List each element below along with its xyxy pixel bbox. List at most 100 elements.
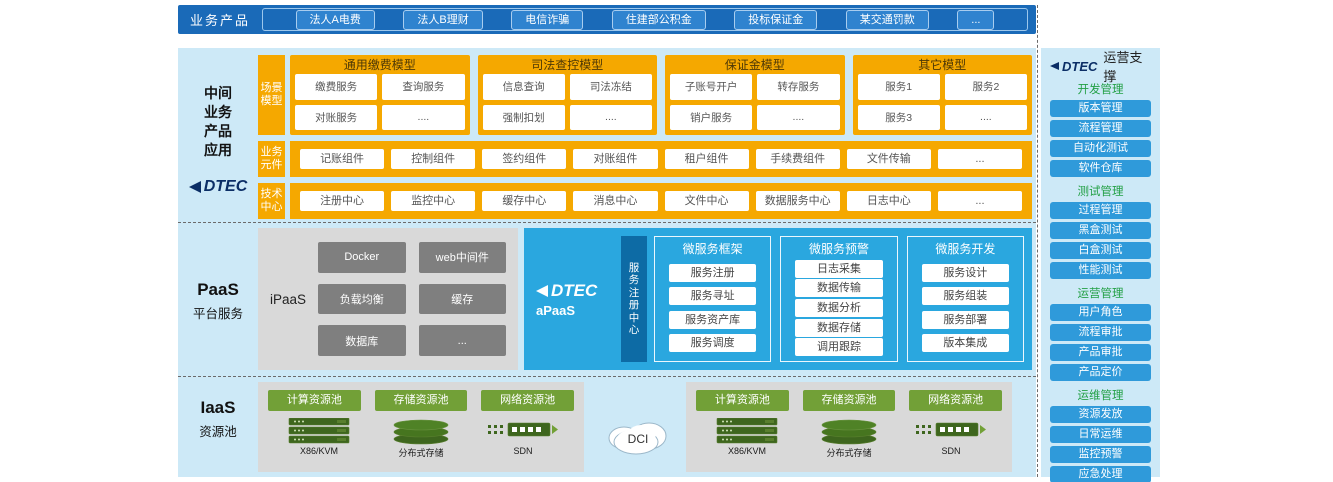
ops-item: 用户角色: [1050, 304, 1151, 321]
business-component: 记账组件: [300, 149, 385, 169]
model-item: ....: [757, 104, 840, 130]
ops-item: 监控预警: [1050, 446, 1151, 463]
scene-model-groups: 通用缴费模型 缴费服务 查询服务 对账服务 .... 司法查控模型 信息查询 司…: [290, 55, 1032, 135]
server-rack-icon: [716, 418, 778, 444]
apaas-item: 服务资产库: [669, 310, 757, 329]
dtec-logo-icon: [188, 181, 201, 193]
paas-title: PaaS: [197, 280, 239, 299]
product-item-more: ...: [957, 9, 995, 30]
business-component: 签约组件: [482, 149, 567, 169]
apaas-item: 服务组装: [921, 287, 1009, 306]
compute-node: X86/KVM: [696, 418, 798, 459]
paas-rail-label: PaaS 平台服务: [178, 280, 258, 322]
business-component: 文件传输: [846, 149, 931, 169]
sdn-switch-icon: [488, 422, 558, 437]
divider-dashed-vertical: [1037, 5, 1038, 477]
apaas-item: 服务注册: [669, 263, 757, 282]
apaas-logo-area: DTEC aPaaS: [536, 280, 598, 318]
main-area: 中间 业务 产品 应用 DTEC PaaS 平台服务 IaaS 资源池 场景模型…: [178, 48, 1036, 477]
node-label: SDN: [941, 446, 961, 456]
tech-center-item: 注册中心: [300, 191, 385, 211]
model-item: 转存服务: [757, 74, 840, 100]
node-label: SDN: [513, 446, 533, 456]
storage-node: 分布式存储: [798, 418, 900, 459]
model-group-title: 通用缴费模型: [343, 58, 416, 72]
apaas-item: 服务寻址: [669, 287, 757, 306]
dtec-logo-icon: [1050, 62, 1059, 70]
tech-center-item: 监控中心: [391, 191, 476, 211]
tech-center-item-more: ...: [937, 191, 1022, 211]
apaas-item: 数据存储: [795, 318, 883, 337]
product-item: 某交通罚款: [845, 9, 929, 30]
business-components-label: 业务元件: [258, 141, 285, 177]
tech-center-item: 数据服务中心: [755, 191, 840, 211]
resource-pool: 存储资源池: [374, 390, 468, 411]
ops-section-maintain: 运维管理 资源发放 日常运维 监控预警 应急处理: [1050, 384, 1151, 482]
tech-center-strip: 注册中心 监控中心 缓存中心 消息中心 文件中心 数据服务中心 日志中心 ...: [290, 183, 1032, 219]
server-rack-icon: [288, 418, 350, 444]
resource-pool: 存储资源池: [802, 390, 896, 411]
ops-item: 白盒测试: [1050, 242, 1151, 259]
ops-item: 流程审批: [1050, 324, 1151, 341]
business-component-more: ...: [937, 149, 1022, 169]
model-item: 子账号开户: [670, 74, 753, 100]
apaas-group-title: 微服务框架: [682, 242, 743, 256]
ipaas-box: iPaaS Docker web中间件 负载均衡 缓存 数据库 ...: [258, 228, 518, 370]
sdn-switch-icon: [916, 422, 986, 437]
node-label: 分布式存储: [398, 448, 444, 458]
ops-support-panel: DTEC 运营支撑 开发管理 版本管理 流程管理 自动化测试 软件仓库 测试管理…: [1041, 48, 1160, 482]
model-item: 缴费服务: [295, 74, 378, 100]
dtec-logo: DTEC: [178, 178, 258, 198]
resource-pool: 计算资源池: [696, 390, 789, 411]
storage-disks-icon: [821, 419, 877, 445]
ops-item: 自动化测试: [1050, 140, 1151, 157]
ops-section-test: 测试管理 过程管理 黑盒测试 白盒测试 性能测试: [1050, 180, 1151, 279]
ops-item: 版本管理: [1050, 100, 1151, 117]
iaas-subtitle: 资源池: [199, 425, 237, 439]
ops-item: 黑盒测试: [1050, 222, 1151, 239]
business-products-label: 业务产品: [189, 13, 250, 28]
product-item: 投标保证金: [734, 9, 818, 30]
resource-pool: 网络资源池: [481, 390, 575, 411]
product-item: 住建部公积金: [611, 9, 706, 30]
ops-item: 产品审批: [1050, 344, 1151, 361]
model-group-deposit: 保证金模型 子账号开户 转存服务 销户服务 ....: [665, 55, 845, 135]
ops-item: 资源发放: [1050, 406, 1151, 423]
business-component: 手续费组件: [755, 149, 840, 169]
microservice-dev-group: 微服务开发 服务设计 服务组装 服务部署 版本集成: [906, 236, 1024, 362]
tech-center-item: 文件中心: [664, 191, 749, 211]
dtec-logo-icon: [536, 284, 548, 297]
microservice-alert-group: 微服务预警 日志采集 数据传输 数据分析 数据存储 调用跟踪: [780, 236, 898, 362]
ops-section-title: 运维管理: [1077, 390, 1124, 402]
model-group-title: 司法查控模型: [531, 58, 604, 72]
model-item: 信息查询: [482, 74, 565, 100]
model-item: 强制扣划: [482, 104, 565, 130]
tech-center-item: 缓存中心: [482, 191, 567, 211]
ops-item: 产品定价: [1050, 364, 1151, 381]
ops-section-dev: 开发管理 版本管理 流程管理 自动化测试 软件仓库: [1050, 78, 1151, 177]
ops-item: 日常运维: [1050, 426, 1151, 443]
apaas-item: 日志采集: [795, 259, 883, 278]
ops-item: 软件仓库: [1050, 160, 1151, 177]
product-item: 法人A电费: [295, 9, 375, 30]
ops-section-title: 开发管理: [1077, 84, 1124, 96]
model-item: 服务3: [857, 104, 940, 130]
storage-node: 分布式存储: [370, 418, 472, 459]
ipaas-label: iPaaS: [269, 291, 307, 307]
model-item: ....: [569, 104, 652, 130]
ops-item: 应急处理: [1050, 466, 1151, 482]
iaas-title: IaaS: [200, 398, 236, 417]
business-components-strip: 记账组件 控制组件 签约组件 对账组件 租户组件 手续费组件 文件传输 ...: [290, 141, 1032, 177]
model-group-general-payment: 通用缴费模型 缴费服务 查询服务 对账服务 ....: [290, 55, 470, 135]
ops-section-title: 测试管理: [1077, 186, 1124, 198]
compute-node: X86/KVM: [268, 418, 370, 459]
product-item: 电信诈骗: [511, 9, 584, 30]
ops-item: 流程管理: [1050, 120, 1151, 137]
model-item: 查询服务: [382, 74, 465, 100]
dci-cloud: DCI: [602, 414, 674, 458]
model-item: 服务2: [944, 74, 1027, 100]
ops-item: 性能测试: [1050, 262, 1151, 279]
network-node: SDN: [472, 418, 574, 459]
resource-pool: 网络资源池: [909, 390, 1003, 411]
